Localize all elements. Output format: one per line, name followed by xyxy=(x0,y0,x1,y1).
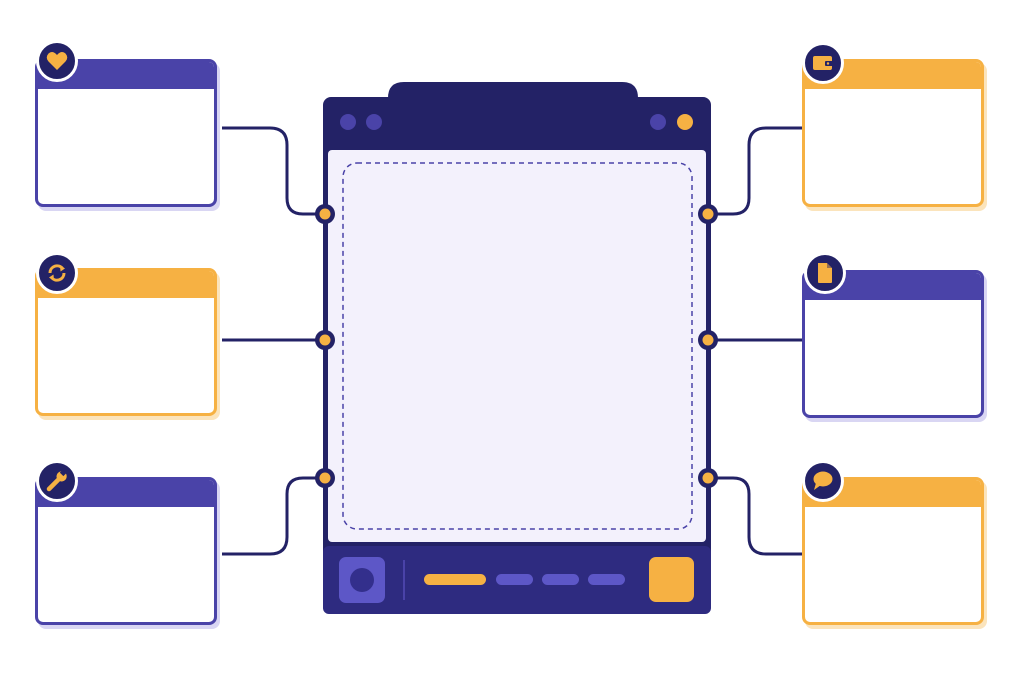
progress-segment-active xyxy=(424,574,486,585)
home-button-icon xyxy=(350,568,374,592)
card-top-right[interactable] xyxy=(802,59,984,207)
device-screen xyxy=(328,150,706,542)
connector-bottom-right xyxy=(708,476,802,556)
progress-segment xyxy=(542,574,579,585)
connector-bottom-left xyxy=(222,476,325,556)
window-dot-accent xyxy=(677,114,693,130)
window-dot xyxy=(340,114,356,130)
connector-top-left xyxy=(222,126,325,216)
action-button[interactable] xyxy=(649,557,694,602)
card-body xyxy=(805,507,981,622)
chat-bubble-icon xyxy=(802,460,844,502)
connector-node-right-top xyxy=(698,204,718,224)
connector-node-right-bottom xyxy=(698,468,718,488)
wallet-icon xyxy=(802,42,844,84)
card-body xyxy=(805,89,981,204)
card-bottom-right[interactable] xyxy=(802,477,984,625)
connector-node-left-bottom xyxy=(315,468,335,488)
card-top-left[interactable] xyxy=(35,59,217,207)
connector-node-left-middle xyxy=(315,330,335,350)
document-icon xyxy=(804,252,846,294)
window-dot xyxy=(650,114,666,130)
progress-segment xyxy=(588,574,625,585)
wrench-icon xyxy=(36,460,78,502)
card-body xyxy=(38,298,214,413)
card-body xyxy=(38,507,214,622)
card-body xyxy=(38,89,214,204)
connector-node-right-middle xyxy=(698,330,718,350)
heart-icon xyxy=(36,40,78,82)
card-body xyxy=(805,300,981,415)
progress-segment xyxy=(496,574,533,585)
refresh-icon xyxy=(36,252,78,294)
connector-node-left-top xyxy=(315,204,335,224)
window-dot xyxy=(366,114,382,130)
connector-top-right xyxy=(708,126,802,216)
